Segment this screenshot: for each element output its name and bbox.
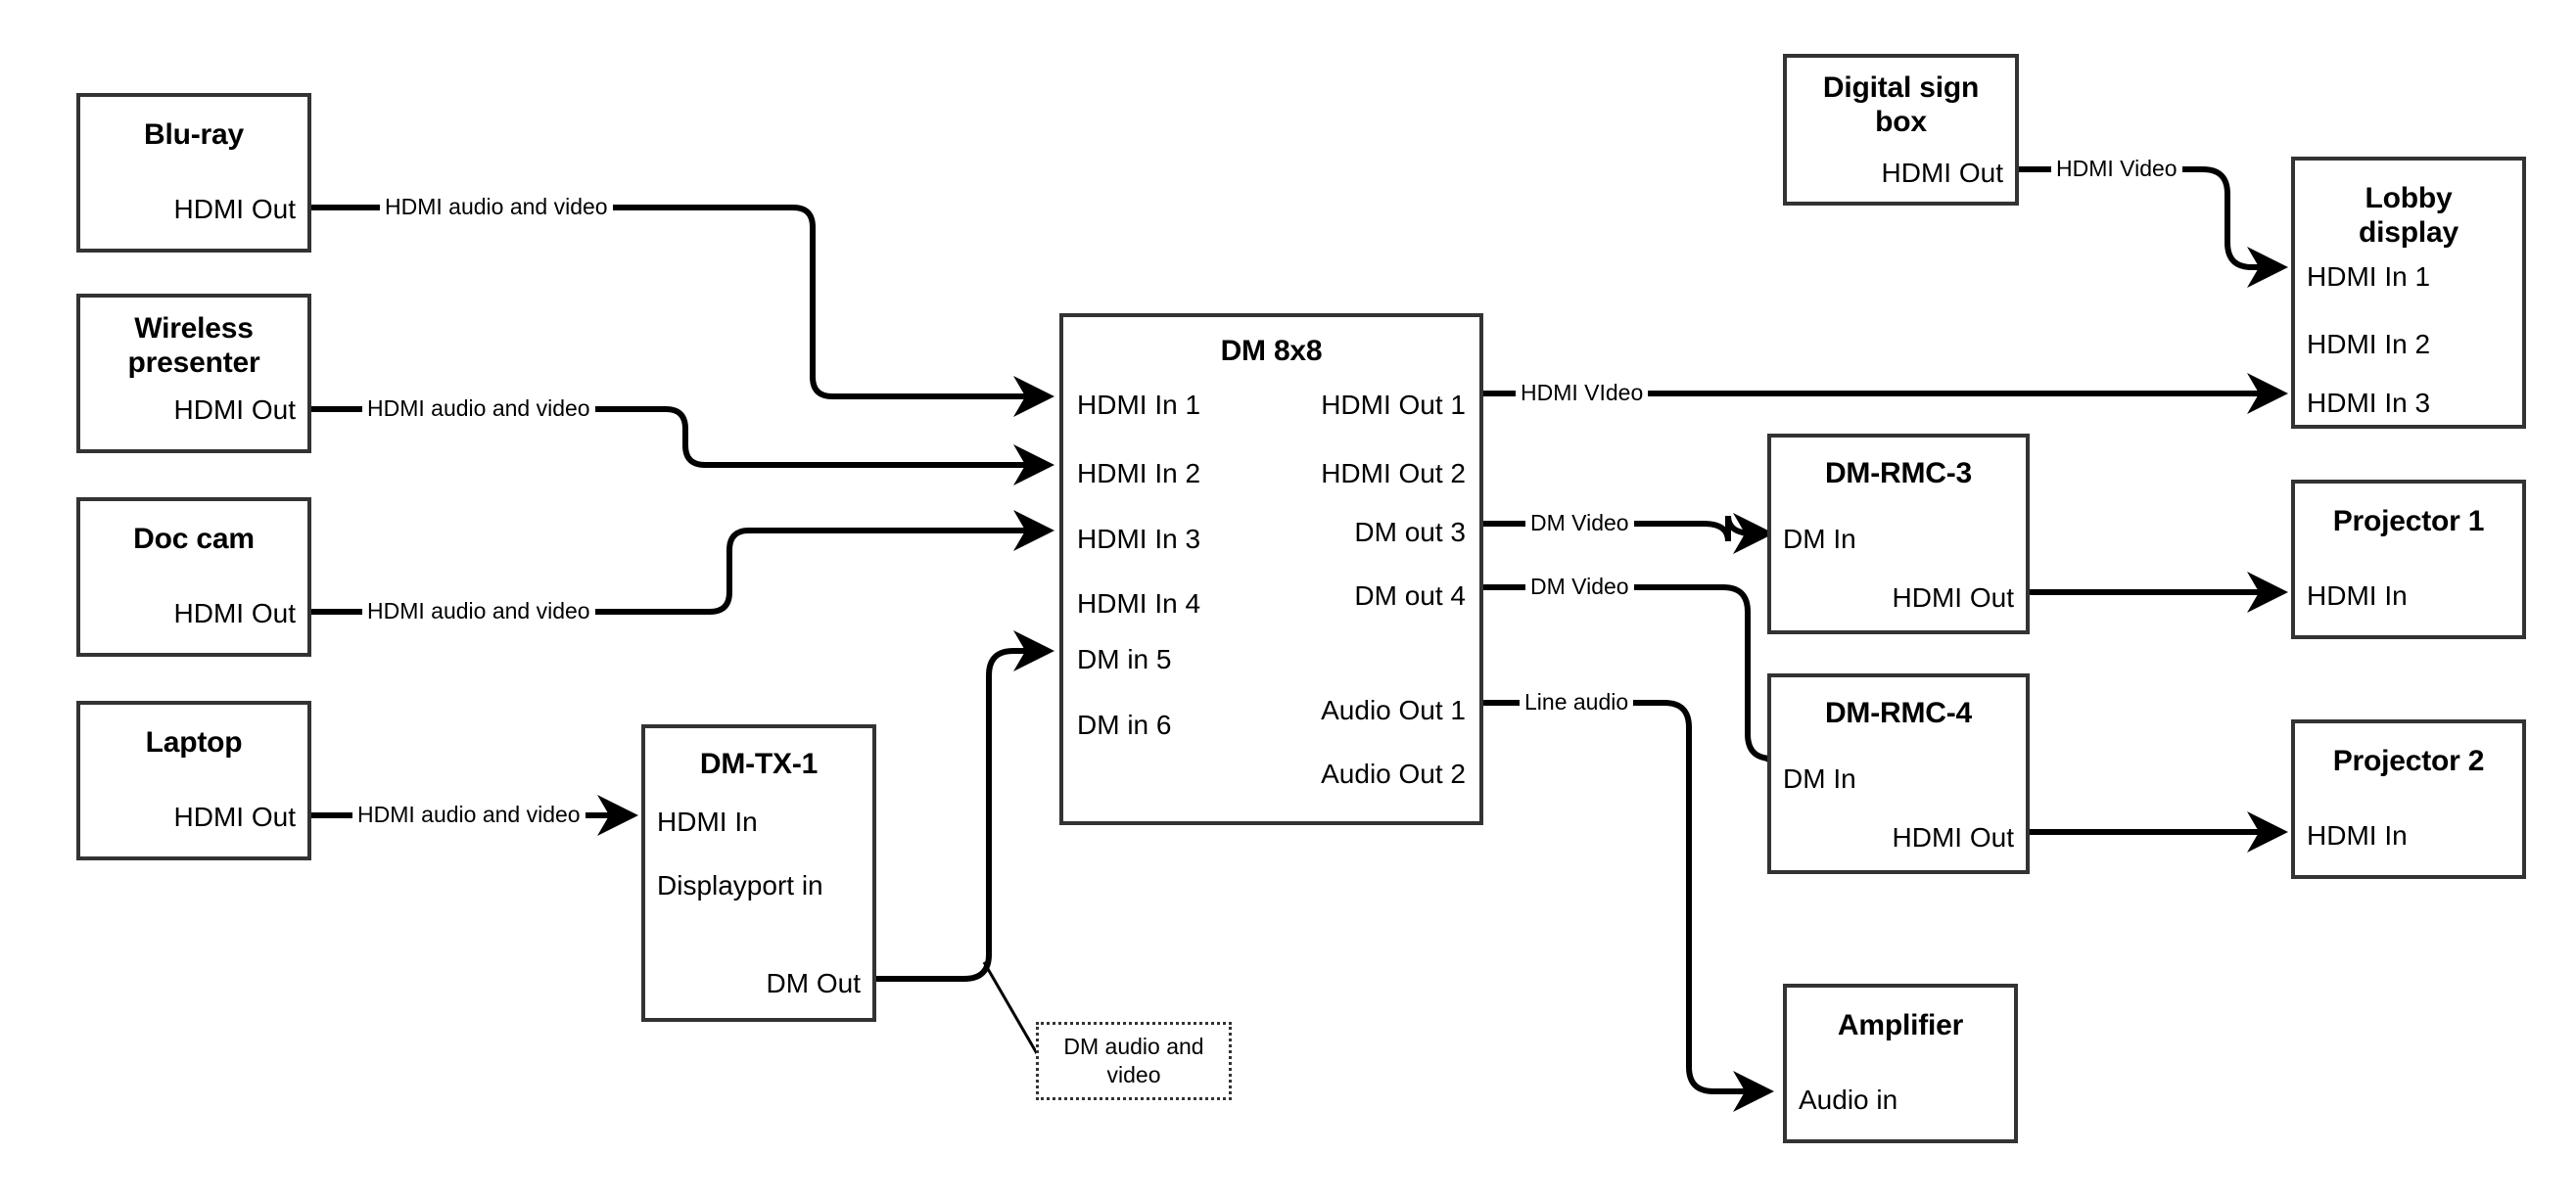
device-wireless-presenter[interactable]: Wireless presenter HDMI Out xyxy=(76,294,311,453)
device-dm-rmc-4[interactable]: DM-RMC-4 DM In HDMI Out xyxy=(1767,673,2030,874)
wire-dmout4-to-rmc4-dm-in xyxy=(1483,584,1802,779)
device-amplifier[interactable]: Amplifier Audio in xyxy=(1783,984,2018,1143)
device-doc-cam-port-hdmi-out[interactable]: HDMI Out xyxy=(173,598,296,628)
device-dm-rmc-4-port-hdmi-out[interactable]: HDMI Out xyxy=(1892,822,2014,853)
device-dm-8x8-output-dm-out-3[interactable]: DM out 3 xyxy=(1354,517,1466,547)
wire-label-dmout1-to-lobby: HDMI VIdeo xyxy=(1516,382,1649,404)
device-dm-8x8[interactable]: DM 8x8 HDMI In 1 HDMI In 2 HDMI In 3 HDM… xyxy=(1059,313,1483,825)
device-projector-2-title: Projector 2 xyxy=(2332,745,2485,777)
device-laptop[interactable]: Laptop HDMI Out xyxy=(76,701,311,860)
wire-signbox-to-lobby-hdmi-in-1 xyxy=(2019,166,2288,288)
device-dm-tx-1-port-hdmi-in[interactable]: HDMI In xyxy=(657,807,758,837)
device-dm-tx-1-port-dm-out[interactable]: DM Out xyxy=(766,968,861,998)
wire-tx-dmout-to-dm-in-5 xyxy=(876,630,1054,982)
device-dm-8x8-output-dm-out-4[interactable]: DM out 4 xyxy=(1354,580,1466,611)
device-lobby-display[interactable]: Lobby display HDMI In 1 HDMI In 2 HDMI I… xyxy=(2291,157,2526,429)
device-projector-2[interactable]: Projector 2 HDMI In xyxy=(2291,719,2526,879)
wire-bluray-to-dm-hdmi-in-1 xyxy=(311,205,1054,417)
wire-label-dmout4-to-rmc4: DM Video xyxy=(1525,576,1634,598)
device-projector-1-port-hdmi-in[interactable]: HDMI In xyxy=(2307,580,2408,611)
device-digital-sign-box[interactable]: Digital sign box HDMI Out xyxy=(1783,54,2019,206)
wire-label-signbox-to-lobby: HDMI Video xyxy=(2051,158,2182,180)
device-lobby-display-title-line1: Lobby xyxy=(2365,182,2453,214)
device-dm-8x8-input-hdmi-in-3[interactable]: HDMI In 3 xyxy=(1077,524,1201,554)
device-dm-8x8-input-hdmi-in-2[interactable]: HDMI In 2 xyxy=(1077,458,1201,488)
wire-label-audioout1-to-amp: Line audio xyxy=(1520,691,1634,714)
device-dm-8x8-output-hdmi-out-1[interactable]: HDMI Out 1 xyxy=(1321,390,1466,420)
device-bluray-title: Blu-ray xyxy=(144,118,244,151)
device-amplifier-title: Amplifier xyxy=(1837,1009,1964,1041)
device-projector-2-port-hdmi-in[interactable]: HDMI In xyxy=(2307,820,2408,851)
device-dm-8x8-title: DM 8x8 xyxy=(1220,335,1323,367)
wire-label-bluray-to-dm: HDMI audio and video xyxy=(380,196,613,218)
device-digital-sign-box-port-hdmi-out[interactable]: HDMI Out xyxy=(1881,158,2003,188)
leader-line-dm-audio-video-note xyxy=(982,961,1040,1056)
device-dm-rmc-3-port-dm-in[interactable]: DM In xyxy=(1783,524,1856,554)
device-dm-8x8-input-dm-in-5[interactable]: DM in 5 xyxy=(1077,644,1172,674)
wire-label-doccam-to-dm: HDMI audio and video xyxy=(362,600,595,623)
device-dm-8x8-input-dm-in-6[interactable]: DM in 6 xyxy=(1077,710,1172,740)
device-dm-tx-1-title: DM-TX-1 xyxy=(699,748,819,780)
device-wireless-presenter-title-line1: Wireless xyxy=(134,312,254,345)
device-dm-8x8-output-hdmi-out-2[interactable]: HDMI Out 2 xyxy=(1321,458,1466,488)
device-dm-rmc-4-title: DM-RMC-4 xyxy=(1824,697,1973,729)
device-dm-rmc-3[interactable]: DM-RMC-3 DM In HDMI Out xyxy=(1767,434,2030,634)
device-dm-rmc-3-port-hdmi-out[interactable]: HDMI Out xyxy=(1892,582,2014,613)
device-doc-cam-title: Doc cam xyxy=(133,523,255,555)
device-bluray-port-hdmi-out[interactable]: HDMI Out xyxy=(173,194,296,224)
device-digital-sign-box-title-line2: box xyxy=(1875,106,1927,138)
device-doc-cam[interactable]: Doc cam HDMI Out xyxy=(76,497,311,657)
device-amplifier-port-audio-in[interactable]: Audio in xyxy=(1799,1085,1898,1115)
device-dm-8x8-input-hdmi-in-1[interactable]: HDMI In 1 xyxy=(1077,390,1201,420)
device-lobby-display-port-hdmi-in-2[interactable]: HDMI In 2 xyxy=(2307,329,2431,359)
device-dm-8x8-output-audio-out-2[interactable]: Audio Out 2 xyxy=(1321,759,1466,789)
device-digital-sign-box-title-line1: Digital sign xyxy=(1822,71,1980,104)
device-bluray[interactable]: Blu-ray HDMI Out xyxy=(76,93,311,253)
wire-label-wireless-to-dm: HDMI audio and video xyxy=(362,397,595,420)
device-projector-1[interactable]: Projector 1 HDMI In xyxy=(2291,480,2526,639)
device-dm-8x8-output-audio-out-1[interactable]: Audio Out 1 xyxy=(1321,695,1466,725)
device-projector-1-title: Projector 1 xyxy=(2332,505,2485,537)
wire-audioout1-to-amplifier xyxy=(1483,700,1774,1112)
device-wireless-presenter-title-line2: presenter xyxy=(127,346,260,379)
device-lobby-display-port-hdmi-in-3[interactable]: HDMI In 3 xyxy=(2307,388,2431,418)
note-dm-audio-and-video-text: DM audio and video xyxy=(1063,1034,1204,1087)
device-dm-rmc-4-port-dm-in[interactable]: DM In xyxy=(1783,763,1856,794)
device-dm-tx-1[interactable]: DM-TX-1 HDMI In Displayport in DM Out xyxy=(641,724,876,1022)
note-dm-audio-and-video: DM audio and video xyxy=(1036,1022,1232,1100)
wire-label-dmout3-to-rmc3: DM Video xyxy=(1525,512,1634,534)
device-lobby-display-title-line2: display xyxy=(2359,216,2459,249)
device-laptop-title: Laptop xyxy=(145,726,243,759)
wire-label-laptop-to-tx: HDMI audio and video xyxy=(352,804,585,826)
device-lobby-display-port-hdmi-in-1[interactable]: HDMI In 1 xyxy=(2307,261,2431,292)
device-laptop-port-hdmi-out[interactable]: HDMI Out xyxy=(173,802,296,832)
device-dm-8x8-input-hdmi-in-4[interactable]: HDMI In 4 xyxy=(1077,588,1201,619)
device-dm-rmc-3-title: DM-RMC-3 xyxy=(1824,457,1973,489)
device-dm-tx-1-port-displayport-in[interactable]: Displayport in xyxy=(657,870,823,901)
device-wireless-presenter-port-hdmi-out[interactable]: HDMI Out xyxy=(173,394,296,425)
